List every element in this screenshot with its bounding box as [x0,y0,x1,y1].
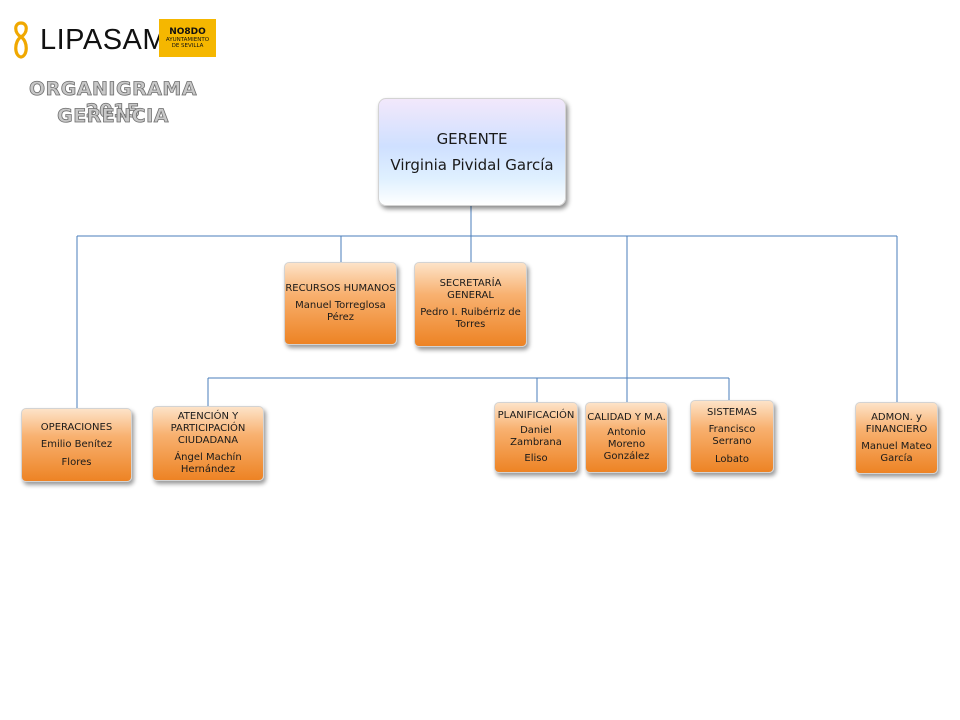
node-admon-name: Manuel Mateo García [861,440,932,464]
node-planificacion-role: PLANIFICACIÓN [497,410,575,421]
node-sistemas-role: SISTEMAS [707,407,757,418]
node-atencion-role: ATENCIÓN Y PARTICIPACIÓN CIUDADANA [170,411,246,446]
seal-line-1: AYUNTAMIENTO [165,36,210,43]
node-atencion-name: Ángel Machín Hernández [174,452,242,475]
chart-subtitle: GERENCIA [57,105,169,128]
node-secretaria-general: SECRETARÍA GENERAL Pedro I. Ruibérriz de… [414,262,527,347]
node-operaciones-name-2: Flores [61,456,92,468]
node-calidad-role: CALIDAD Y M.A. [587,412,666,423]
seal-mark: NO8DO [169,26,206,37]
node-planificacion-name-2: Eliso [524,453,548,464]
lipasam-logo-mark [14,21,28,59]
node-sistemas-name-2: Lobato [714,454,750,465]
node-secretaria-role: SECRETARÍA GENERAL [439,278,502,301]
node-atencion-ciudadana: ATENCIÓN Y PARTICIPACIÓN CIUDADANA Ángel… [152,406,264,481]
node-secretaria-name: Pedro I. Ruibérriz de Torres [420,307,521,330]
node-gerente-name: Virginia Pividal García [390,156,554,174]
node-rrhh-role: RECURSOS HUMANOS [285,283,396,294]
node-planificacion-name-1: Daniel Zambrana [510,425,562,448]
node-admon-financiero: ADMON. y FINANCIERO Manuel Mateo García [855,402,938,474]
node-operaciones: OPERACIONES Emilio Benítez Flores [21,408,132,482]
node-gerente: GERENTE Virginia Pividal García [378,98,566,206]
seal-line-2: DE SEVILLA [171,43,204,49]
node-admon-role: ADMON. y FINANCIERO [865,411,928,435]
logo-wordmark: LIPASAM [40,23,168,56]
chart-title: ORGANIGRAMA 2015 [28,78,198,123]
node-calidad-name: Antonio Moreno González [603,427,650,462]
node-gerente-role: GERENTE [436,130,508,148]
node-operaciones-name-1: Emilio Benítez [40,438,113,450]
node-sistemas-name-1: Francisco Serrano [708,424,756,447]
node-sistemas: SISTEMAS Francisco Serrano Lobato [690,400,774,473]
node-planificacion: PLANIFICACIÓN Daniel Zambrana Eliso [494,402,578,473]
node-rrhh-name: Manuel Torreglosa Pérez [295,300,386,323]
node-operaciones-role: OPERACIONES [40,421,113,433]
lipasam-logo: LIPASAM [10,18,167,62]
node-calidad-ma: CALIDAD Y M.A. Antonio Moreno González [585,402,668,473]
ayuntamiento-seal: NO8DO AYUNTAMIENTO DE SEVILLA [159,19,216,57]
node-recursos-humanos: RECURSOS HUMANOS Manuel Torreglosa Pérez [284,262,397,345]
